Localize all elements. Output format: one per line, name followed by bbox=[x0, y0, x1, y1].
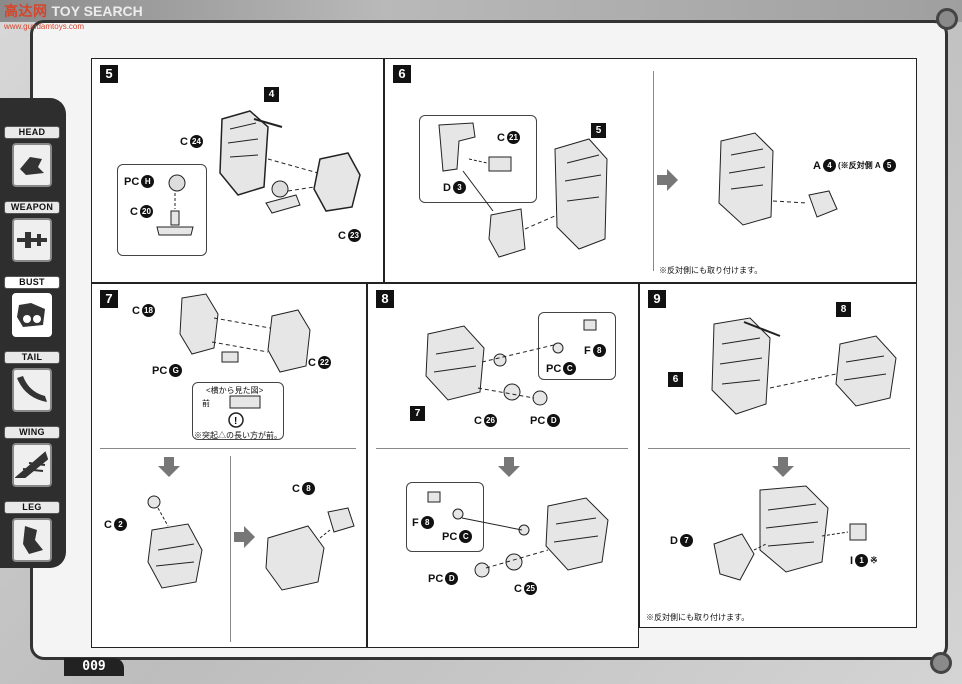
sidebar-item-weapon[interactable]: WEAPON bbox=[4, 201, 60, 269]
head-part-icon bbox=[12, 143, 52, 187]
step-8-assembly-drawing bbox=[425, 319, 597, 406]
step-7-result-drawing bbox=[265, 507, 355, 591]
sidebar-item-label: LEG bbox=[4, 501, 60, 514]
page-number: 009 bbox=[64, 658, 124, 676]
step-number: 7 bbox=[100, 290, 118, 308]
weapon-part-icon bbox=[12, 218, 52, 262]
logo-main-text: 高达网 bbox=[4, 3, 48, 19]
side-view-box bbox=[192, 382, 284, 440]
leg-part-icon bbox=[12, 518, 52, 562]
detail-box bbox=[419, 115, 537, 203]
step-6-result-drawing bbox=[718, 132, 838, 226]
step-6-assembly-drawing bbox=[438, 122, 608, 258]
svg-text:!: ! bbox=[234, 416, 237, 427]
sidebar-item-label: BUST bbox=[4, 276, 60, 289]
side-view-title: <横から見た図> bbox=[206, 386, 264, 395]
arrow-right-icon bbox=[234, 526, 255, 548]
bolt-icon bbox=[936, 8, 958, 30]
step-7-assembly-drawing bbox=[179, 293, 311, 373]
side-view-front-label: 前 bbox=[202, 399, 210, 408]
top-strip bbox=[0, 0, 962, 22]
panel-divider bbox=[230, 456, 231, 642]
step-number: 5 bbox=[100, 65, 118, 83]
logo-url: www.gundamtoys.com bbox=[4, 22, 85, 31]
sidebar-item-label: WING bbox=[4, 426, 60, 439]
step-note: ※反対側にも取り付けます。 bbox=[659, 266, 763, 275]
part-callout: 4 bbox=[264, 87, 279, 102]
step-7-subresult-drawing bbox=[147, 495, 203, 589]
panel-divider bbox=[648, 448, 910, 449]
part-callout: 6 bbox=[668, 372, 683, 387]
sidebar-item-label: HEAD bbox=[4, 126, 60, 139]
part-callout: 5 bbox=[591, 123, 606, 138]
step-9-assembly-drawing bbox=[711, 317, 897, 415]
arrow-down-icon bbox=[772, 457, 794, 477]
bust-part-icon bbox=[12, 293, 52, 337]
detail-box bbox=[117, 164, 207, 256]
arrow-down-icon bbox=[498, 457, 520, 477]
detail-box bbox=[406, 482, 484, 552]
sidebar-item-bust[interactable]: BUST bbox=[4, 276, 60, 344]
sidebar-item-label: WEAPON bbox=[4, 201, 60, 214]
panel-divider bbox=[653, 71, 654, 271]
part-callout: 7 bbox=[410, 406, 425, 421]
part-callout: 8 bbox=[836, 302, 851, 317]
sidebar-item-label: TAIL bbox=[4, 351, 60, 364]
sidebar-item-wing[interactable]: WING bbox=[4, 426, 60, 494]
joint-detail-drawing bbox=[156, 174, 194, 236]
side-view-drawing: ! bbox=[228, 395, 261, 428]
arrow-down-icon bbox=[158, 457, 180, 477]
tail-part-icon bbox=[12, 368, 52, 412]
sidebar-item-tail[interactable]: TAIL bbox=[4, 351, 60, 419]
step-8-result-drawing bbox=[427, 491, 609, 578]
logo-rest-text: TOY SEARCH bbox=[51, 3, 143, 19]
step-number: 6 bbox=[393, 65, 411, 83]
step-number: 9 bbox=[648, 290, 666, 308]
wing-part-icon bbox=[12, 443, 52, 487]
panel-divider bbox=[100, 448, 356, 449]
step-number: 8 bbox=[376, 290, 394, 308]
sidebar-item-head[interactable]: HEAD bbox=[4, 126, 60, 194]
panel-divider bbox=[376, 448, 628, 449]
part-sidebar: HEAD WEAPON BUST TAIL WING bbox=[0, 98, 66, 568]
step-9-result-drawing bbox=[713, 485, 867, 581]
step-5-assembly-drawing bbox=[219, 110, 361, 214]
side-view-note: ※突起△の長い方が前。 bbox=[194, 431, 282, 440]
step-note: ※反対側にも取り付けます。 bbox=[646, 613, 750, 622]
site-logo[interactable]: 高达网 TOY SEARCH bbox=[4, 2, 143, 20]
sidebar-item-leg[interactable]: LEG bbox=[4, 501, 60, 569]
arrow-right-icon bbox=[657, 169, 678, 191]
bolt-icon bbox=[930, 652, 952, 674]
